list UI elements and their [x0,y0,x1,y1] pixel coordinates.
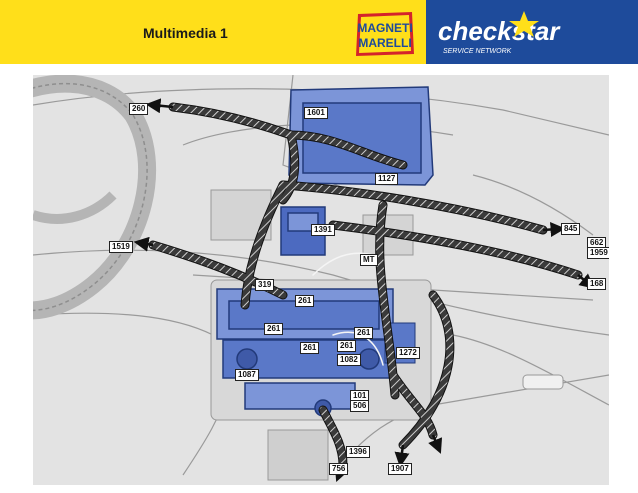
label-261-top: 261 [295,295,315,307]
label-1391: 1391 [311,224,335,236]
wire-harness [148,102,583,470]
yellow-banner: Multimedia 1 MAGNETI MARELLI [0,0,426,64]
label-261-lower: 261 [337,340,357,352]
label-168: 168 [587,278,607,290]
label-756: 756 [329,463,349,475]
blue-banner: checkstar SERVICE NETWORK [426,0,638,64]
label-506: 506 [350,400,370,412]
label-1272: 1272 [396,347,420,359]
label-260: 260 [129,103,149,115]
label-319: 319 [255,279,275,291]
magneti-marelli-logo: MAGNETI MARELLI [356,12,414,56]
door-handle [522,374,564,390]
label-1959: 1959 [587,247,609,259]
svg-text:checkstar: checkstar [438,16,561,46]
label-mt: MT [360,254,378,266]
label-1127: 1127 [375,173,399,185]
label-1907: 1907 [388,463,412,475]
checkstar-logo: checkstar SERVICE NETWORK [438,11,561,55]
star-icon [509,11,539,37]
label-845: 845 [561,223,581,235]
svg-text:MAGNETI: MAGNETI [357,21,412,35]
steering-wheel [33,75,157,320]
header-bar: Multimedia 1 MAGNETI MARELLI checkstar S… [0,0,638,64]
label-261-mid: 261 [300,342,320,354]
label-261-left: 261 [264,323,284,335]
gear-area [267,429,329,481]
label-1601: 1601 [304,107,328,119]
wiring-diagram: 260 1601 1127 845 662 1959 1391 1519 MT … [33,75,609,485]
header-divider [0,64,638,76]
svg-text:SERVICE NETWORK: SERVICE NETWORK [443,48,512,55]
label-1519: 1519 [109,241,133,253]
label-1087: 1087 [235,369,259,381]
label-1396: 1396 [346,446,370,458]
svg-text:MARELLI: MARELLI [358,36,411,50]
diagram-illustration [33,75,609,482]
page-title: Multimedia 1 [143,25,228,41]
label-1082: 1082 [337,354,361,366]
label-261-right: 261 [354,327,374,339]
